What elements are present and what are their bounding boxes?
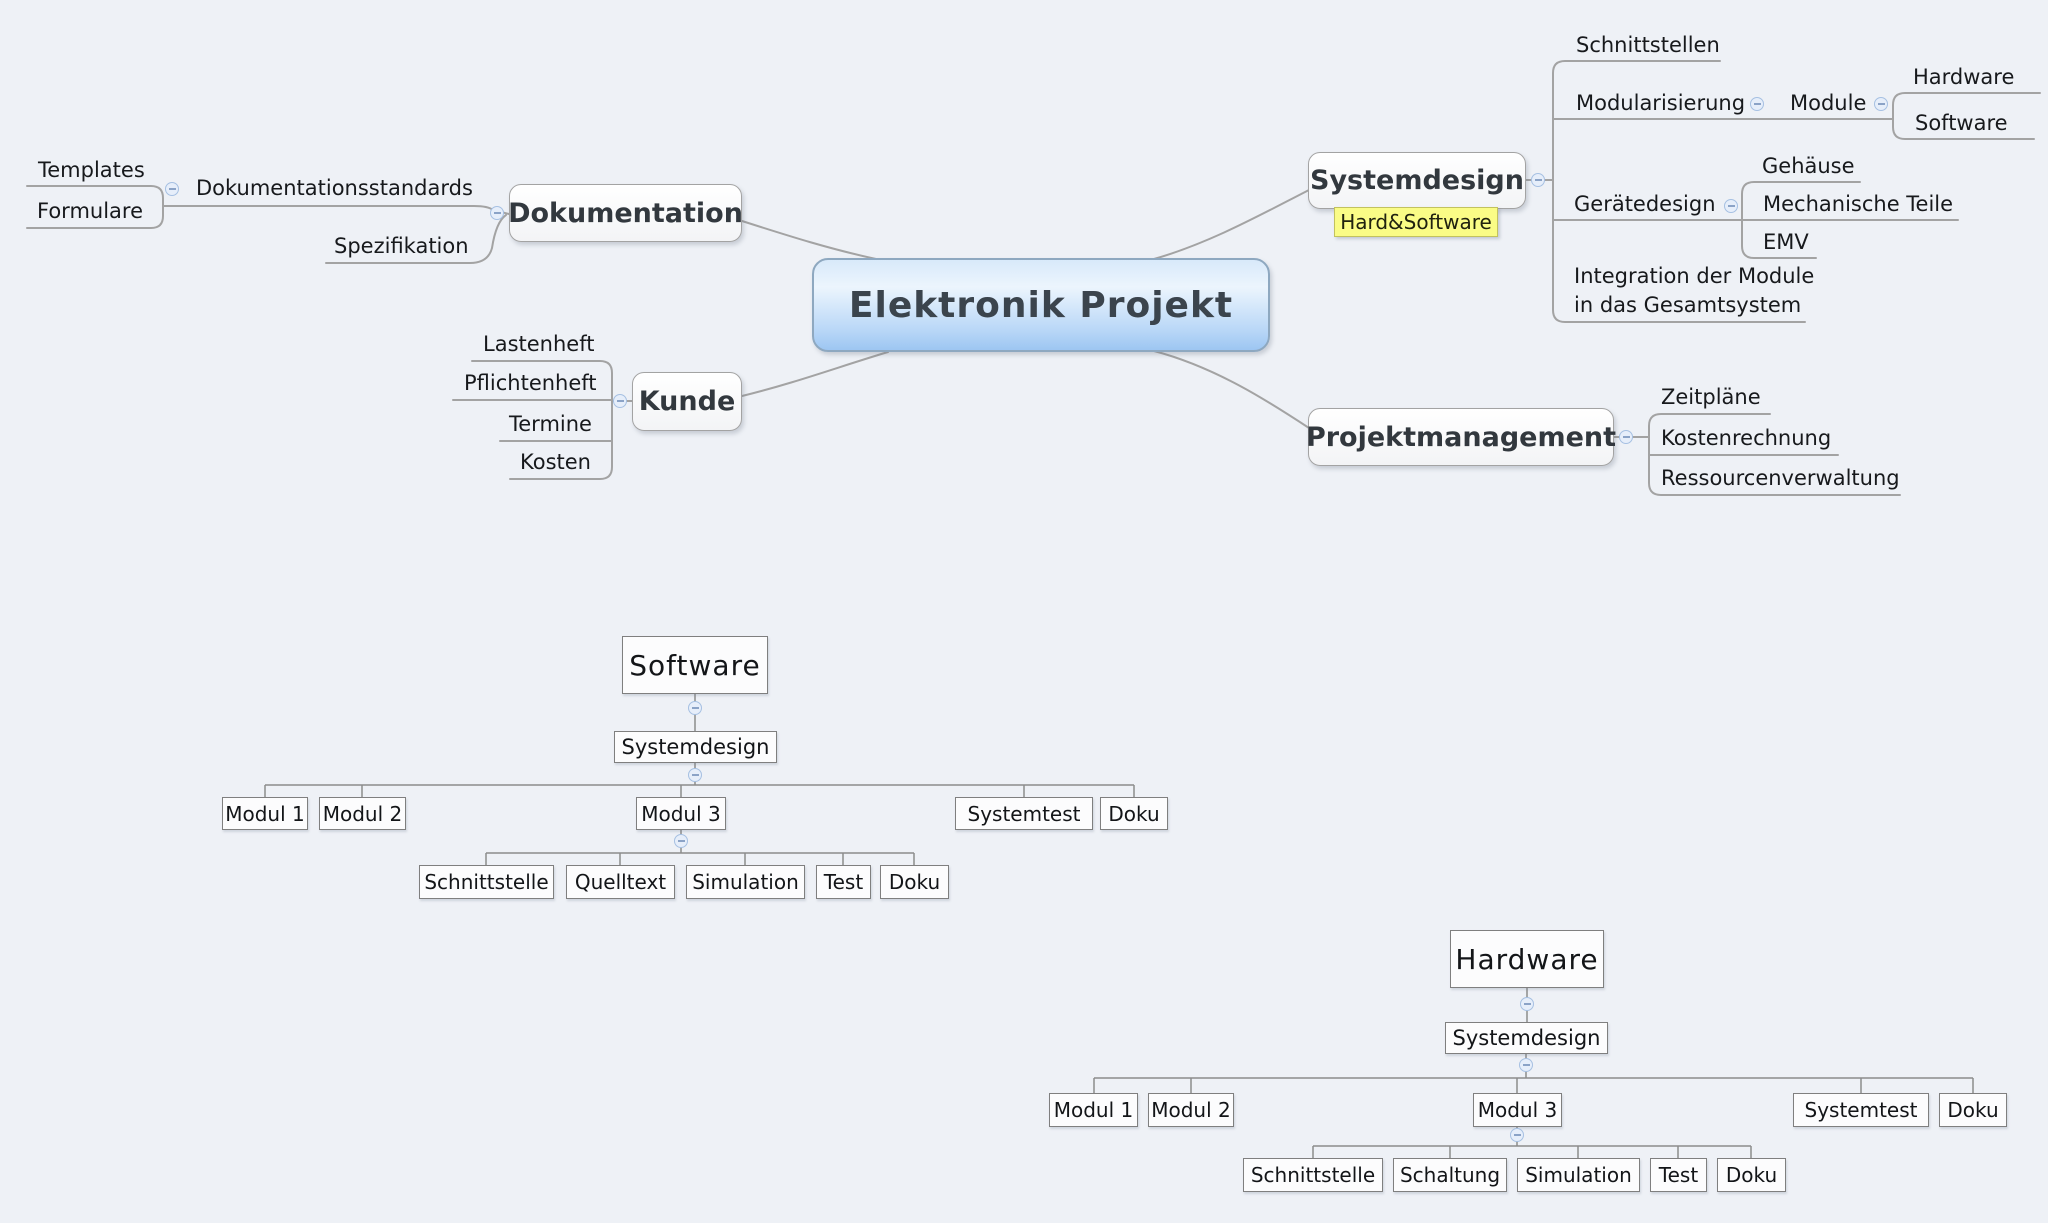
orgchart-connectors	[264, 694, 1974, 1158]
hardware-tree-modul3[interactable]: Modul 3	[1473, 1093, 1562, 1127]
hardware-tree-modul3-doku[interactable]: Doku	[1717, 1158, 1786, 1192]
software-tree-modul1[interactable]: Modul 1	[222, 797, 308, 830]
software-tree-systemtest[interactable]: Systemtest	[955, 797, 1093, 830]
fold-icon-systemdesign[interactable]	[1531, 173, 1545, 187]
node-termine[interactable]: Termine	[509, 412, 592, 436]
fold-icon-kunde[interactable]	[613, 394, 627, 408]
connector	[162, 205, 510, 215]
hardware-tree-doku[interactable]: Doku	[1939, 1093, 2007, 1127]
hardware-tree-test[interactable]: Test	[1650, 1158, 1707, 1192]
node-modularisierung[interactable]: Modularisierung	[1576, 91, 1746, 115]
software-tree-simulation[interactable]: Simulation	[686, 865, 805, 899]
connector	[741, 220, 877, 260]
hardware-tree-modul1[interactable]: Modul 1	[1049, 1093, 1138, 1127]
hardware-tree-schnittstelle[interactable]: Schnittstelle	[1243, 1158, 1383, 1192]
fold-icon-hardware-root[interactable]	[1520, 997, 1534, 1011]
hardware-tree-root[interactable]: Hardware	[1450, 930, 1604, 988]
software-tree-quelltext[interactable]: Quelltext	[566, 865, 675, 899]
node-pflichtenheft[interactable]: Pflichtenheft	[464, 371, 597, 395]
node-schnittstellen[interactable]: Schnittstellen	[1576, 33, 1720, 57]
node-module-software[interactable]: Software	[1915, 111, 2008, 135]
fold-icon-software-root[interactable]	[688, 701, 702, 715]
node-projektmanagement[interactable]: Projektmanagement	[1306, 408, 1616, 466]
node-ressourcenverwaltung[interactable]: Ressourcenverwaltung	[1661, 466, 1900, 490]
node-templates[interactable]: Templates	[38, 158, 145, 182]
node-systemdesign[interactable]: Systemdesign	[1308, 152, 1526, 209]
connector	[1892, 92, 2041, 140]
software-tree-modul3-doku[interactable]: Doku	[880, 865, 949, 899]
node-module-hardware[interactable]: Hardware	[1913, 65, 2015, 89]
node-geraetedesign[interactable]: Gerätedesign	[1574, 192, 1716, 216]
software-tree-modul3[interactable]: Modul 3	[636, 797, 726, 830]
fold-icon-modularisierung[interactable]	[1750, 97, 1764, 111]
fold-icon-dokumentationsstandards[interactable]	[165, 182, 179, 196]
connector	[1741, 181, 1861, 259]
node-dokumentation[interactable]: Dokumentation	[508, 184, 743, 242]
node-kunde[interactable]: Kunde	[632, 372, 742, 431]
node-mechanische-teile[interactable]: Mechanische Teile	[1763, 192, 1954, 216]
hardware-tree-systemdesign[interactable]: Systemdesign	[1445, 1022, 1608, 1054]
software-tree-schnittstelle[interactable]: Schnittstelle	[419, 865, 554, 899]
node-emv[interactable]: EMV	[1763, 230, 1809, 254]
fold-icon-projektmanagement[interactable]	[1619, 430, 1633, 444]
software-tree-root[interactable]: Software	[622, 636, 768, 694]
connector	[1552, 60, 1806, 323]
hardware-tree-systemtest[interactable]: Systemtest	[1793, 1093, 1929, 1127]
software-tree-modul2[interactable]: Modul 2	[319, 797, 406, 830]
fold-icon-dokumentation[interactable]	[490, 206, 504, 220]
integration-line-2: in das Gesamtsystem	[1574, 293, 1802, 317]
node-integration[interactable]: Integration der Module in das Gesamtsyst…	[1574, 262, 1814, 320]
root-node-elektronik-projekt[interactable]: Elektronik Projekt	[812, 258, 1270, 352]
node-lastenheft[interactable]: Lastenheft	[483, 332, 595, 356]
connector	[741, 351, 889, 397]
connector	[325, 214, 507, 264]
fold-icon-software-systemdesign[interactable]	[688, 768, 702, 782]
software-tree-systemdesign[interactable]: Systemdesign	[614, 731, 777, 763]
node-kostenrechnung[interactable]: Kostenrechnung	[1661, 426, 1832, 450]
hardware-tree-simulation[interactable]: Simulation	[1517, 1158, 1640, 1192]
connector	[1153, 189, 1310, 260]
integration-line-1: Integration der Module	[1574, 264, 1815, 288]
fold-icon-hardware-modul3[interactable]	[1510, 1128, 1524, 1142]
hardware-tree-modul2[interactable]: Modul 2	[1148, 1093, 1234, 1127]
node-zeitplaene[interactable]: Zeitpläne	[1661, 385, 1761, 409]
node-formulare[interactable]: Formulare	[37, 199, 144, 223]
fold-icon-software-modul3[interactable]	[674, 834, 688, 848]
fold-icon-module[interactable]	[1874, 97, 1888, 111]
mindmap-connectors	[26, 60, 2041, 496]
node-gehaeuse[interactable]: Gehäuse	[1762, 154, 1855, 178]
software-tree-doku[interactable]: Doku	[1100, 797, 1168, 830]
node-module[interactable]: Module	[1790, 91, 1867, 115]
hardware-tree-schaltung[interactable]: Schaltung	[1393, 1158, 1507, 1192]
node-spezifikation[interactable]: Spezifikation	[334, 234, 469, 258]
node-hard-and-software[interactable]: Hard&Software	[1334, 207, 1498, 237]
fold-icon-geraetedesign[interactable]	[1724, 199, 1738, 213]
connector	[1153, 350, 1310, 429]
fold-icon-hardware-systemdesign[interactable]	[1519, 1058, 1533, 1072]
node-dokumentationsstandards[interactable]: Dokumentationsstandards	[196, 176, 473, 200]
software-tree-test[interactable]: Test	[816, 865, 871, 899]
node-kosten[interactable]: Kosten	[520, 450, 591, 474]
connector	[471, 360, 613, 480]
